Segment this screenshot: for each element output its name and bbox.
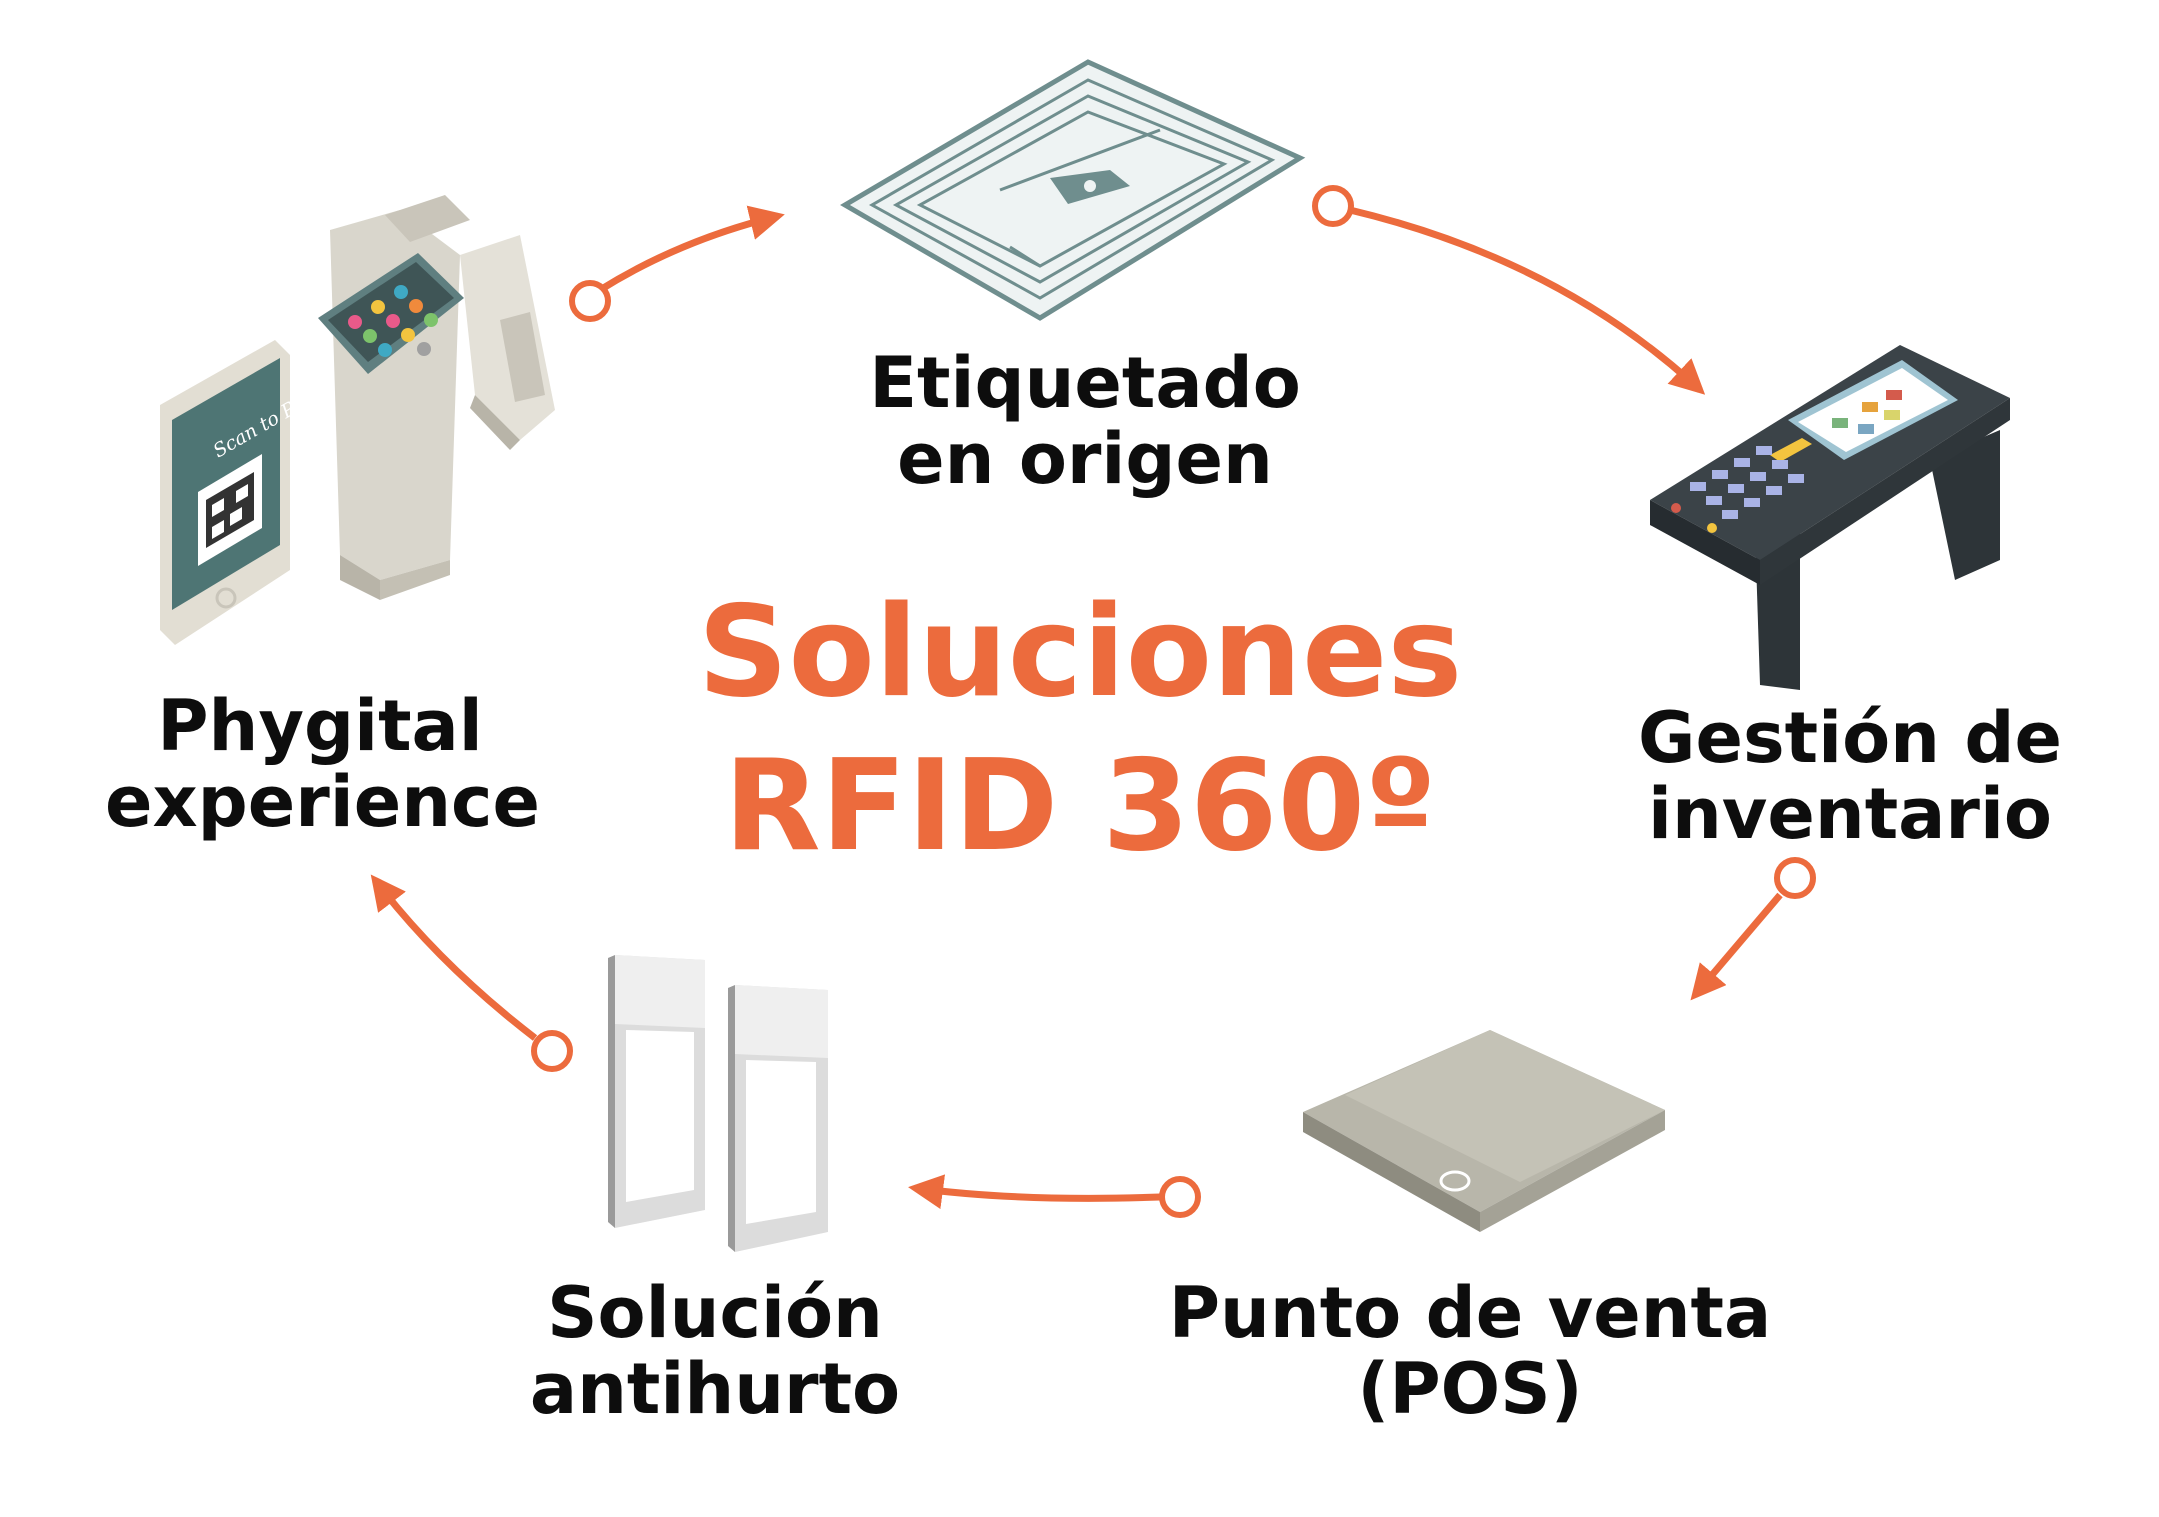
diagram-title: Soluciones RFID 360º xyxy=(680,575,1480,883)
arrow-tagging-to-inventory xyxy=(1312,185,1706,395)
arrow-inventory-to-pos xyxy=(1690,857,1816,1001)
label-phygital-line2: experience xyxy=(105,761,541,843)
label-gestion-line1: Gestión de xyxy=(1638,697,2062,779)
rfid-tag-icon xyxy=(840,59,1306,321)
handheld-reader-icon xyxy=(1650,345,2010,690)
phone-kiosk-icon: Scan to Pay xyxy=(160,195,555,645)
arrow-phygital-to-tagging xyxy=(569,205,785,322)
label-pos-line1: Punto de venta xyxy=(1168,1272,1772,1354)
label-gestion-line2: inventario xyxy=(1647,773,2053,855)
label-solucion-antihurto: Solución antihurto xyxy=(495,1275,935,1427)
diagram-title-line1: Soluciones xyxy=(697,578,1463,725)
diagram-title-line2: RFID 360º xyxy=(723,732,1437,879)
kiosk-keypad xyxy=(348,285,438,357)
label-etiquetado-line1: Etiquetado xyxy=(869,342,1301,424)
label-antihurto-line2: antihurto xyxy=(529,1348,901,1430)
label-phygital-experience: Phygital experience xyxy=(105,685,541,843)
arrow-antitheft-to-phygital xyxy=(370,874,573,1072)
antitheft-gates-icon xyxy=(608,955,828,1252)
label-pos-line2: (POS) xyxy=(1357,1348,1583,1430)
qr-code-icon xyxy=(206,472,254,548)
label-etiquetado: Etiquetado en origen xyxy=(835,345,1335,497)
label-gestion-inventario: Gestión de inventario xyxy=(1600,700,2100,852)
label-etiquetado-line2: en origen xyxy=(897,418,1273,500)
arrow-pos-to-antitheft xyxy=(908,1174,1201,1218)
pos-reader-pad-icon xyxy=(1303,1030,1665,1232)
label-punto-de-venta: Punto de venta (POS) xyxy=(1150,1275,1790,1427)
label-phygital-line1: Phygital xyxy=(157,685,483,767)
label-antihurto-line1: Solución xyxy=(547,1272,883,1354)
